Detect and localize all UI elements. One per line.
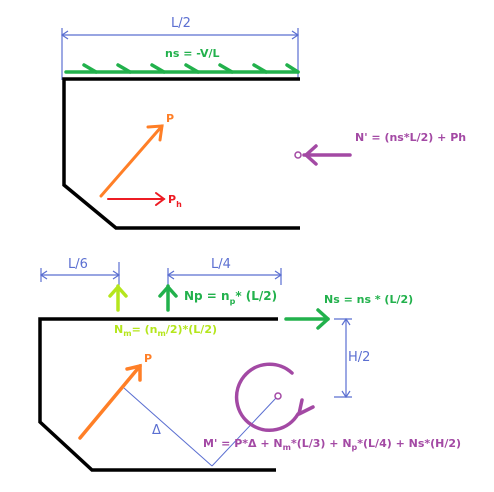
moment-arrow [234, 362, 315, 432]
np-force-arrow [158, 284, 178, 312]
shear-flow-label: ns = -V/L [165, 47, 220, 60]
delta-dimension [123, 387, 277, 467]
ns-label: Ns = ns * (L/2) [324, 293, 413, 306]
ns-force-arrow [284, 308, 330, 330]
reaction-n-label: N' = (ns*L/2) + Ph [355, 131, 466, 144]
dim-l4-label: L/4 [211, 257, 231, 272]
reaction-n-arrow [302, 144, 352, 166]
moment-point [274, 392, 282, 400]
np-label: Np = np* (L/2) [184, 289, 277, 306]
dim-l6-label: L/6 [68, 257, 88, 272]
bottom-dimension-l4 [166, 268, 283, 285]
top-section-outline [62, 77, 300, 230]
top-force-ph-arrow [107, 192, 166, 206]
dim-h2-label: H/2 [348, 350, 370, 365]
top-dim-label: L/2 [171, 16, 191, 31]
top-force-p-label: P [166, 112, 174, 125]
bottom-force-p-arrow [78, 363, 142, 440]
nm-label: Nm= (nm/2)*(L/2) [114, 323, 217, 338]
dimension-h2 [334, 317, 352, 399]
top-force-ph-label: Ph [168, 193, 182, 209]
bottom-section-outline [38, 317, 278, 472]
nm-force-arrow [108, 284, 128, 312]
moment-label: M' = P*Δ + Nm*(L/3) + Np*(L/4) + Ns*(H/2… [203, 437, 461, 452]
shear-flow-arrows [64, 63, 300, 74]
reaction-point [294, 151, 302, 159]
delta-label: Δ [152, 423, 161, 438]
top-dimension-l2 [60, 28, 300, 80]
top-force-p-arrow [99, 124, 164, 198]
bottom-dimension-l6 [39, 262, 121, 285]
bottom-force-p-label: P [144, 352, 152, 365]
